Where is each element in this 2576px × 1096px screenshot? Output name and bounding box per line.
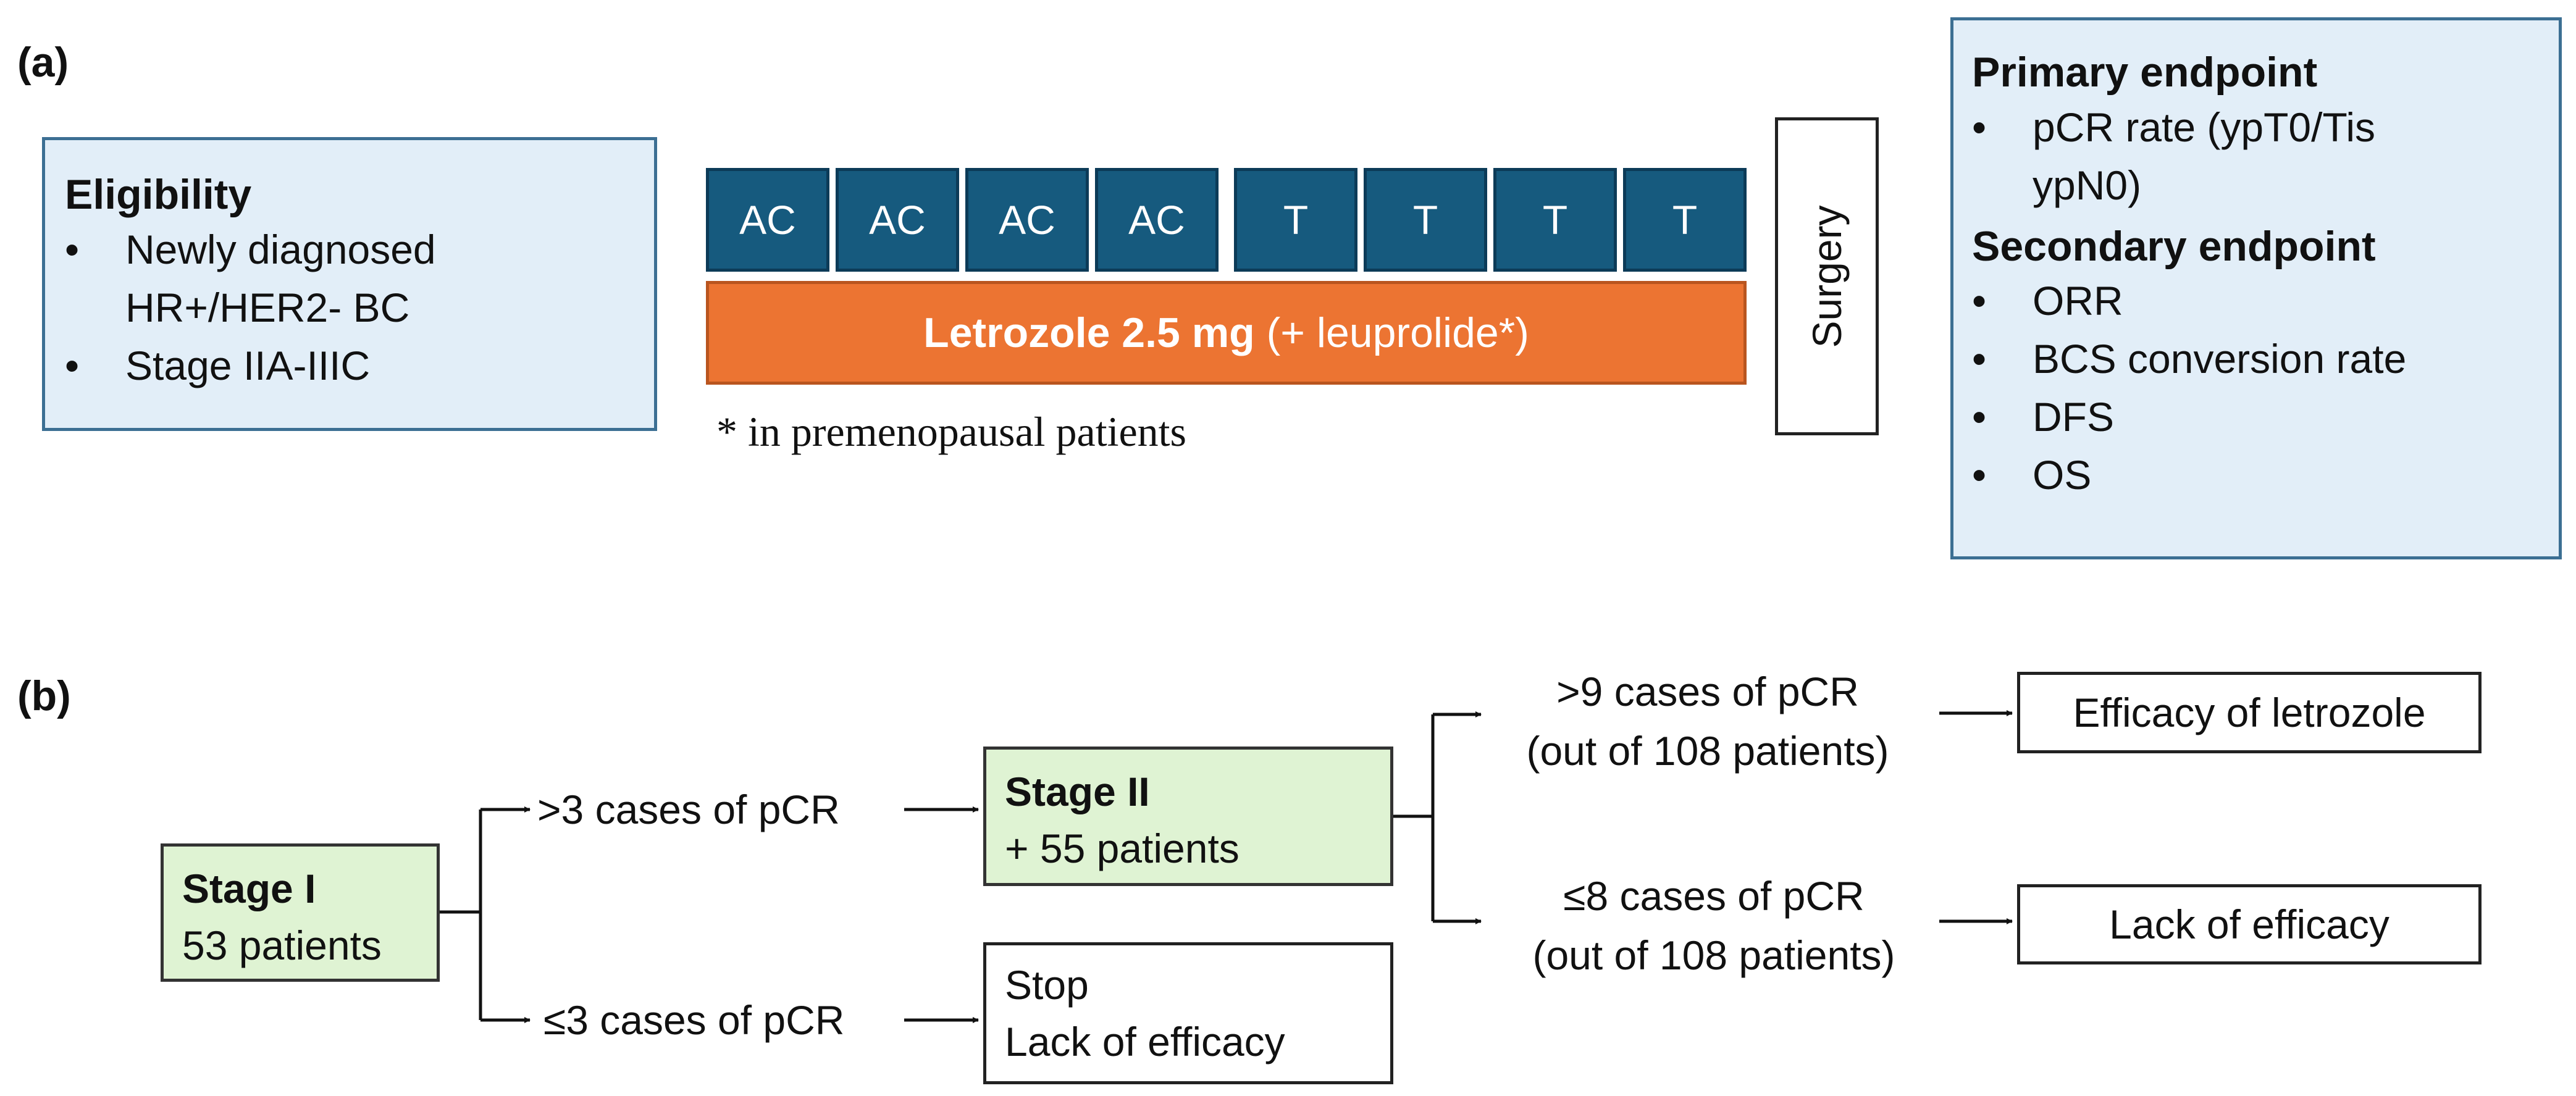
stage2-patients: + 55 patients	[1005, 826, 1240, 871]
stop-box: Stop Lack of efficacy	[983, 942, 1393, 1084]
condition-gt3-pcr: >3 cases of pCR	[537, 787, 840, 832]
endpoints-box: Primary endpoint pCR rate (ypT0/Tis ypN0…	[1950, 17, 2562, 559]
lack-of-efficacy-box: Lack of efficacy	[2017, 884, 2482, 964]
cycle-ac-2: AC	[836, 168, 959, 272]
cycle-ac-1: AC	[706, 168, 829, 272]
primary-endpoint-item: pCR rate (ypT0/Tis ypN0)	[1972, 98, 2378, 214]
primary-endpoint-list: pCR rate (ypT0/Tis ypN0)	[1972, 98, 2540, 214]
stage1-patients: 53 patients	[182, 922, 382, 968]
eligibility-item: Newly diagnosed HR+/HER2- BC	[65, 220, 508, 337]
condition-gt9-line1: >9 cases of pCR	[1556, 669, 1859, 714]
eligibility-title: Eligibility	[65, 171, 252, 218]
stage2-title: Stage II	[1005, 769, 1150, 814]
panel-b-label: (b)	[17, 672, 71, 719]
secondary-endpoint-item: ORR	[1972, 272, 2540, 330]
stop-label: Stop	[1005, 962, 1089, 1008]
primary-endpoint-title: Primary endpoint	[1972, 49, 2318, 96]
eligibility-box: Eligibility Newly diagnosed HR+/HER2- BC…	[42, 137, 657, 431]
surgery-box: Surgery	[1775, 117, 1879, 435]
cycle-t-2: T	[1364, 168, 1487, 272]
eligibility-item: Stage IIA-IIIC	[65, 337, 636, 395]
secondary-endpoint-item: DFS	[1972, 388, 2540, 446]
cycle-ac-4: AC	[1095, 168, 1219, 272]
secondary-endpoint-item: OS	[1972, 446, 2540, 504]
cycle-t-4: T	[1623, 168, 1747, 272]
stage2-box: Stage II + 55 patients	[983, 747, 1393, 886]
cycle-t-1: T	[1234, 168, 1357, 272]
secondary-endpoint-item: BCS conversion rate	[1972, 330, 2540, 388]
premenopausal-footnote: * in premenopausal patients	[716, 408, 1187, 455]
leuprolide-note: (+ leuprolide*)	[1254, 309, 1529, 356]
eligibility-list: Newly diagnosed HR+/HER2- BC Stage IIA-I…	[65, 220, 636, 395]
condition-le8-line1: ≤8 cases of pCR	[1563, 873, 1865, 919]
condition-gt9-line2: (out of 108 patients)	[1526, 728, 1889, 774]
condition-le8-line2: (out of 108 patients)	[1532, 932, 1895, 978]
condition-gt9-pcr: >9 cases of pCR (out of 108 patients)	[1488, 662, 1927, 780]
efficacy-of-letrozole-box: Efficacy of letrozole	[2017, 672, 2482, 753]
stop-lack-of-efficacy: Lack of efficacy	[1005, 1019, 1285, 1065]
secondary-endpoint-title: Secondary endpoint	[1972, 222, 2376, 270]
cycle-ac-3: AC	[965, 168, 1089, 272]
secondary-endpoint-list: ORR BCS conversion rate DFS OS	[1972, 272, 2540, 504]
letrozole-bar: Letrozole 2.5 mg (+ leuprolide*)	[706, 281, 1747, 385]
stage1-title: Stage I	[182, 866, 316, 911]
panel-a-label: (a)	[17, 39, 69, 86]
stage1-box: Stage I 53 patients	[161, 843, 440, 982]
condition-le8-pcr: ≤8 cases of pCR (out of 108 patients)	[1495, 866, 1933, 985]
condition-le3-pcr: ≤3 cases of pCR	[543, 997, 845, 1043]
letrozole-dose: Letrozole 2.5 mg	[923, 309, 1255, 356]
cycle-t-3: T	[1493, 168, 1617, 272]
